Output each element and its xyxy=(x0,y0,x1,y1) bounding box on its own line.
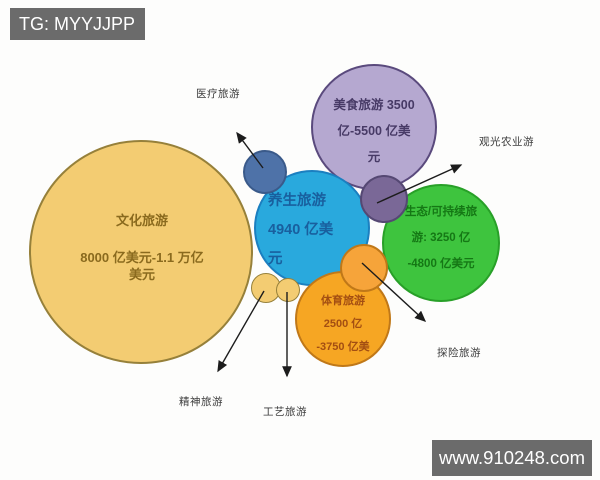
label-agritourism: 观光农业游 xyxy=(479,136,534,148)
bubble-agritourism xyxy=(360,175,408,223)
bubble-food-tourism xyxy=(311,64,437,190)
label-medical-tourism: 医疗旅游 xyxy=(196,88,240,100)
bubble-medical-tourism xyxy=(243,150,287,194)
label-spiritual-tourism: 精神旅游 xyxy=(179,396,223,408)
bubble-adventure-tourism xyxy=(340,244,388,292)
website-watermark-badge: www.910248.com xyxy=(432,440,592,476)
label-adventure-tourism: 探险旅游 xyxy=(437,347,481,359)
telegram-watermark-badge: TG: MYYJJPP xyxy=(10,8,145,40)
bubble-culture-tourism xyxy=(29,140,253,364)
label-craft-tourism: 工艺旅游 xyxy=(263,406,307,418)
bubble-craft-tourism xyxy=(276,278,300,302)
